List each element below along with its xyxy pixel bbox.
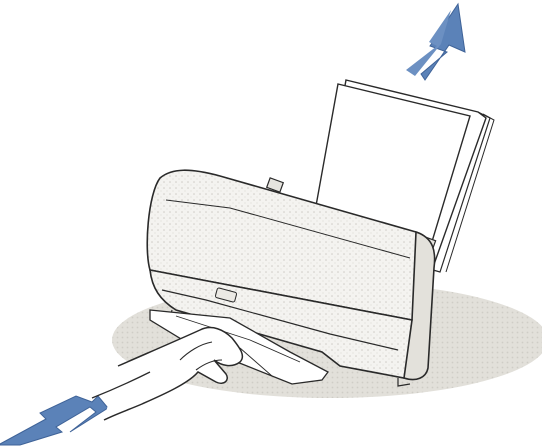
arrow-up-right-icon [406,4,465,80]
arrow-down-left-icon [0,396,108,445]
